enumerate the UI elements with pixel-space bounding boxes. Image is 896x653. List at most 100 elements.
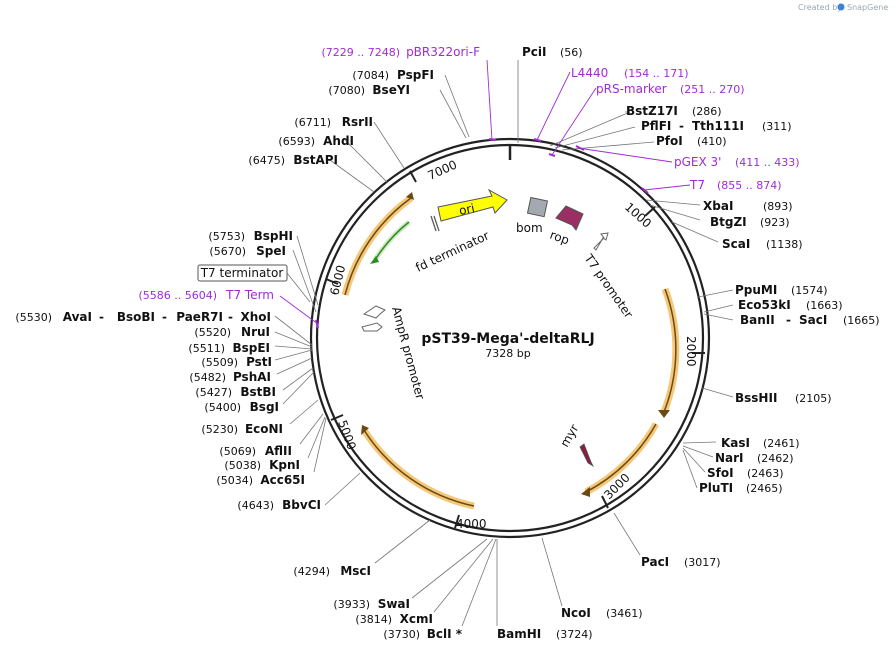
site-sfoi-pos: (2463) [747, 467, 784, 480]
site-btgzi: BtgZI [710, 215, 747, 229]
primer-t7: T7 [689, 178, 705, 192]
primer-pbr322ori-f-range: (7229 .. 7248) [321, 46, 400, 59]
t7-terminator-label: T7 terminator [200, 266, 284, 280]
site-bstbi-pos: (5427) [195, 386, 232, 399]
primer-pbr322ori-f: pBR322ori-F [406, 45, 480, 59]
site-bstapi-pos: (6475) [248, 154, 285, 167]
site-kpni-pos: (5038) [224, 459, 261, 472]
site-acc65i-pos: (5034) [216, 474, 253, 487]
site-sep-2: - [786, 313, 791, 327]
site-msci-pos: (4294) [293, 565, 330, 578]
site-btgzi-pos: (923) [760, 216, 790, 229]
site-econi: EcoNI [245, 422, 283, 436]
site-bseyi-pos: (7080) [328, 84, 365, 97]
site-bsgi: BsgI [250, 400, 279, 414]
site-pcii: PciI [522, 45, 547, 59]
primer-prs-marker: pRS-marker [596, 82, 667, 96]
site-pshai: PshAI [233, 370, 271, 384]
site-bbvci-pos: (4643) [237, 499, 274, 512]
site-nari-pos: (2462) [757, 452, 794, 465]
site-leaders [274, 60, 734, 627]
site-nrui-pos: (5520) [194, 326, 231, 339]
site-xcmi-pos: (3814) [355, 613, 392, 626]
site-kasi-pos: (2461) [763, 437, 800, 450]
site-avai-pos: (5530) [15, 311, 52, 324]
site-msci: MscI [340, 564, 371, 578]
site-aflii: AflII [265, 444, 292, 458]
site-bsphi-pos: (5753) [208, 230, 245, 243]
site-bsshii: BssHII [735, 391, 777, 405]
site-pshai-pos: (5482) [189, 371, 226, 384]
site-sep-3: - [228, 310, 233, 324]
snapgene-logo-icon [837, 3, 845, 11]
tick-label-4000: 4000 [456, 517, 487, 531]
site-xbai: XbaI [703, 199, 733, 213]
site-bsshii-pos: (2105) [795, 392, 832, 405]
site-pflfi: PflFI [641, 119, 671, 133]
tick-label-2000: 2000 [684, 336, 698, 367]
site-spei-pos: (5670) [209, 245, 246, 258]
site-avai: AvaI [63, 310, 92, 324]
site-spei: SpeI [256, 244, 286, 258]
site-ppumi-pos: (1574) [791, 284, 828, 297]
backbone-outer-circle [309, 137, 711, 539]
credit-brand: SnapGene [847, 3, 888, 12]
rop-feature [555, 205, 584, 231]
site-bstz17i: BstZ17I [626, 104, 678, 118]
site-ahdi-pos: (6593) [278, 135, 315, 148]
site-bsobi: BsoBI [117, 310, 155, 324]
bom-feature [526, 196, 549, 218]
site-kasi: KasI [721, 436, 750, 450]
site-kpni: KpnI [269, 458, 300, 472]
site-scai-pos: (1138) [766, 238, 803, 251]
site-bsphi: BspHI [254, 229, 293, 243]
primer-l4440-range: (154 .. 171) [624, 67, 689, 80]
myr-label: myr [557, 422, 581, 450]
site-bcli-pos: (3730) [383, 628, 420, 641]
site-ppumi: PpuMI [735, 283, 777, 297]
site-sep-4: - [162, 310, 167, 324]
site-bstapi: BstAPI [293, 153, 338, 167]
t7-promoter-marker [593, 232, 609, 251]
site-bstbi: BstBI [240, 385, 276, 399]
site-pluti: PluTI [699, 481, 733, 495]
site-pflfi-pos: (311) [762, 120, 792, 133]
site-bcli: BclI * [427, 627, 463, 641]
site-swai-pos: (3933) [333, 598, 370, 611]
ori-label: ori [458, 201, 476, 218]
site-tth111i: Tth111I [692, 119, 744, 133]
site-ahdi: AhdI [323, 134, 354, 148]
site-bbvci: BbvCI [282, 498, 321, 512]
site-sfoi: SfoI [707, 466, 734, 480]
site-sep-5: - [99, 310, 104, 324]
site-eco53ki: Eco53kI [738, 298, 791, 312]
site-paci-pos: (3017) [684, 556, 721, 569]
primer-t7-range: (855 .. 874) [717, 179, 782, 192]
site-ncoi: NcoI [561, 606, 591, 620]
primer-l4440: L4440 [571, 66, 608, 80]
fd-terminator-marker [430, 215, 440, 232]
plasmid-name: pST39-Mega'-deltaRLJ [421, 331, 594, 347]
tick-marks [325, 170, 705, 529]
site-xbai-pos: (893) [763, 200, 793, 213]
site-bspei: BspEI [232, 341, 270, 355]
tick-label-5000: 5000 [335, 418, 359, 451]
site-banii: BanII [740, 313, 775, 327]
site-paer7i: PaeR7I [176, 310, 223, 324]
site-nrui: NruI [241, 325, 270, 339]
primer-prs-marker-range: (251 .. 270) [680, 83, 745, 96]
site-swai: SwaI [378, 597, 410, 611]
site-bseyi: BseYI [372, 83, 410, 97]
ampr-promoter-label: AmpR promoter [389, 305, 427, 401]
site-xcmi: XcmI [400, 612, 433, 626]
primer-t7-term: T7 Term [225, 288, 274, 302]
site-econi-pos: (5230) [201, 423, 238, 436]
primer-pgex3: pGEX 3' [674, 155, 721, 169]
site-pfoi-pos: (410) [697, 135, 727, 148]
site-saci: SacI [799, 313, 827, 327]
site-bamhi-pos: (3724) [556, 628, 593, 641]
myr-feature [579, 443, 594, 468]
site-psti-pos: (5509) [201, 356, 238, 369]
site-pspfi: PspFI [397, 68, 434, 82]
site-aflii-pos: (5069) [219, 445, 256, 458]
